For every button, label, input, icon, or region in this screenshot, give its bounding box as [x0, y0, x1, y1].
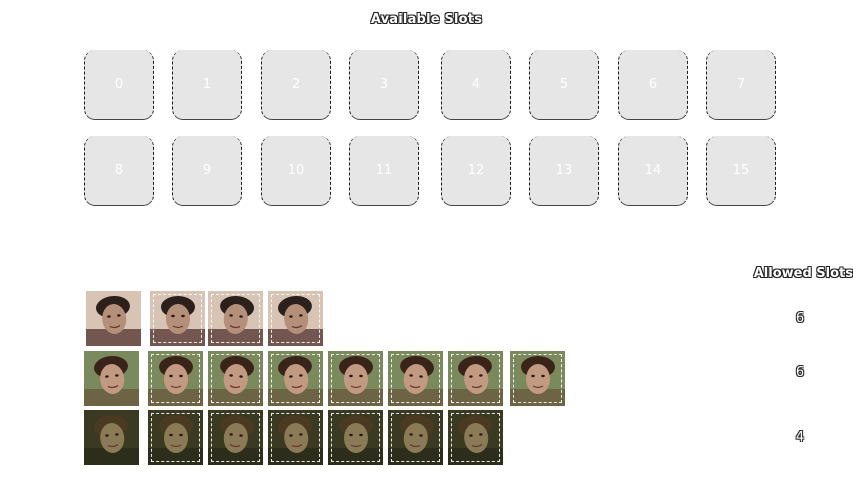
slot-label: 11 [375, 163, 393, 178]
available-slots-title: Available Slots [370, 12, 483, 27]
slot-label: 3 [379, 77, 389, 92]
face-thumbnail[interactable] [84, 410, 139, 465]
slot-label: 10 [287, 163, 305, 178]
slot-label: 2 [291, 77, 301, 92]
face-thumbnail[interactable] [510, 351, 565, 406]
slot-15[interactable]: 15 [706, 136, 776, 206]
slot-label: 4 [471, 77, 481, 92]
slot-label: 7 [736, 77, 746, 92]
face-thumbnail[interactable] [268, 410, 323, 465]
slot-label: 15 [732, 163, 750, 178]
slot-9[interactable]: 9 [172, 136, 242, 206]
slot-13[interactable]: 13 [529, 136, 599, 206]
slot-12[interactable]: 12 [441, 136, 511, 206]
slot-11[interactable]: 11 [349, 136, 419, 206]
face-thumbnail[interactable] [84, 351, 139, 406]
slot-label: 13 [555, 163, 573, 178]
slot-0[interactable]: 0 [84, 50, 154, 120]
slot-label: 5 [559, 77, 569, 92]
allowed-count-row-2: 6 [795, 365, 805, 380]
face-thumbnail[interactable] [328, 351, 383, 406]
allowed-slots-header: Allowed Slots [753, 266, 853, 281]
slot-7[interactable]: 7 [706, 50, 776, 120]
slot-label: 9 [202, 163, 212, 178]
face-thumbnail[interactable] [448, 351, 503, 406]
face-thumbnail[interactable] [208, 410, 263, 465]
face-thumbnail[interactable] [148, 351, 203, 406]
slot-14[interactable]: 14 [618, 136, 688, 206]
allowed-count-row-3: 4 [795, 430, 805, 445]
slot-label: 6 [648, 77, 658, 92]
slot-3[interactable]: 3 [349, 50, 419, 120]
slot-6[interactable]: 6 [618, 50, 688, 120]
slot-8[interactable]: 8 [84, 136, 154, 206]
slot-5[interactable]: 5 [529, 50, 599, 120]
slot-2[interactable]: 2 [261, 50, 331, 120]
face-thumbnail[interactable] [208, 291, 263, 346]
slot-label: 1 [202, 77, 212, 92]
slot-label: 12 [467, 163, 485, 178]
slot-label: 14 [644, 163, 662, 178]
slot-10[interactable]: 10 [261, 136, 331, 206]
face-thumbnail[interactable] [268, 291, 323, 346]
face-thumbnail[interactable] [268, 351, 323, 406]
face-thumbnail[interactable] [86, 291, 141, 346]
slot-1[interactable]: 1 [172, 50, 242, 120]
allowed-count-row-1: 6 [795, 311, 805, 326]
slot-label: 8 [114, 163, 124, 178]
face-thumbnail[interactable] [328, 410, 383, 465]
face-thumbnail[interactable] [388, 410, 443, 465]
face-thumbnail[interactable] [148, 410, 203, 465]
face-thumbnail[interactable] [388, 351, 443, 406]
face-thumbnail[interactable] [150, 291, 205, 346]
slot-4[interactable]: 4 [441, 50, 511, 120]
face-thumbnail[interactable] [448, 410, 503, 465]
slot-label: 0 [114, 77, 124, 92]
face-thumbnail[interactable] [208, 351, 263, 406]
